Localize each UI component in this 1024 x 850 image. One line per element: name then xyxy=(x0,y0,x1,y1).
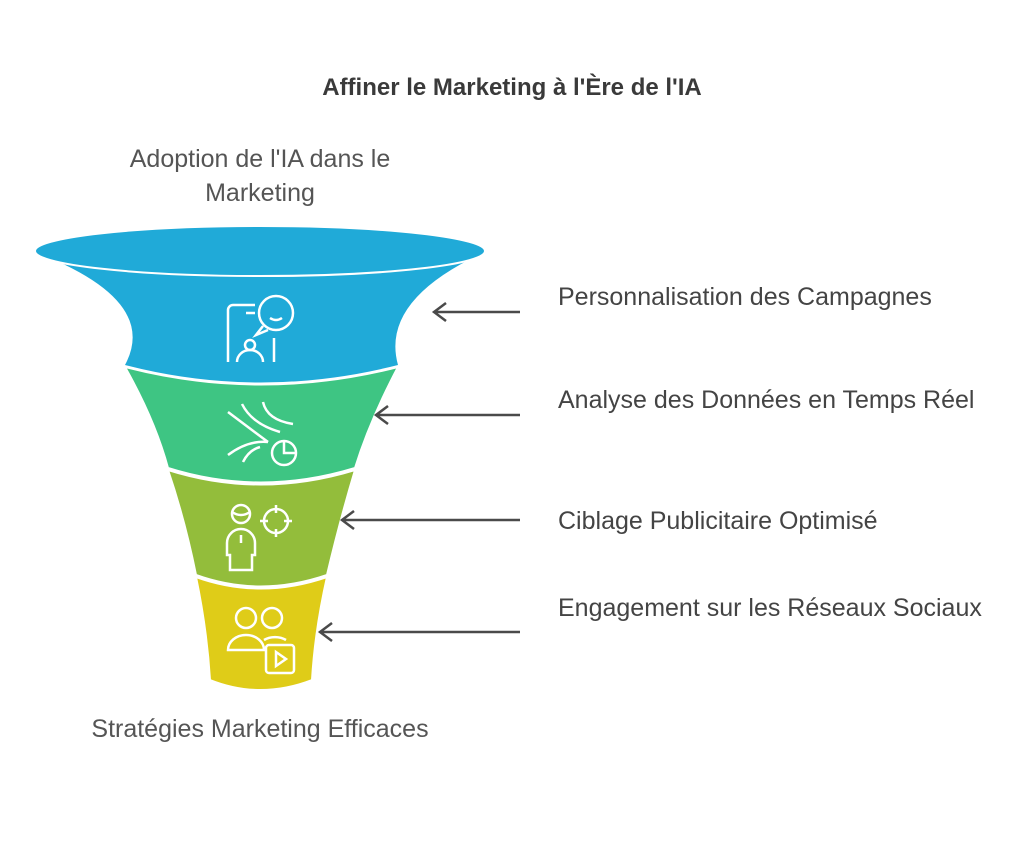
data-stream-chart-icon xyxy=(227,401,298,467)
person-target-icon xyxy=(225,503,292,572)
stage-label-social-engagement: Engagement sur les Réseaux Sociaux xyxy=(558,594,982,622)
funnel-top-label: Adoption de l'IA dans le Marketing xyxy=(129,145,391,207)
arrow-3 xyxy=(339,510,520,530)
funnel-bottom-label: Stratégies Marketing Efficaces xyxy=(91,715,429,743)
funnel-stage-3 xyxy=(166,468,357,588)
arrow-2 xyxy=(373,405,520,425)
funnel-stage-4 xyxy=(194,575,329,691)
stage-label-personalisation: Personnalisation des Campagnes xyxy=(558,283,932,311)
stage-label-targeting: Ciblage Publicitaire Optimisé xyxy=(558,507,878,535)
arrow-4 xyxy=(317,622,520,642)
users-video-icon xyxy=(226,606,296,675)
stage-label-data-analysis: Analyse des Données en Temps Réel xyxy=(558,386,975,414)
arrow-1 xyxy=(431,302,520,322)
phone-chat-person-icon xyxy=(226,294,295,363)
diagram-title: Affiner le Marketing à l'Ère de l'IA xyxy=(322,74,702,101)
